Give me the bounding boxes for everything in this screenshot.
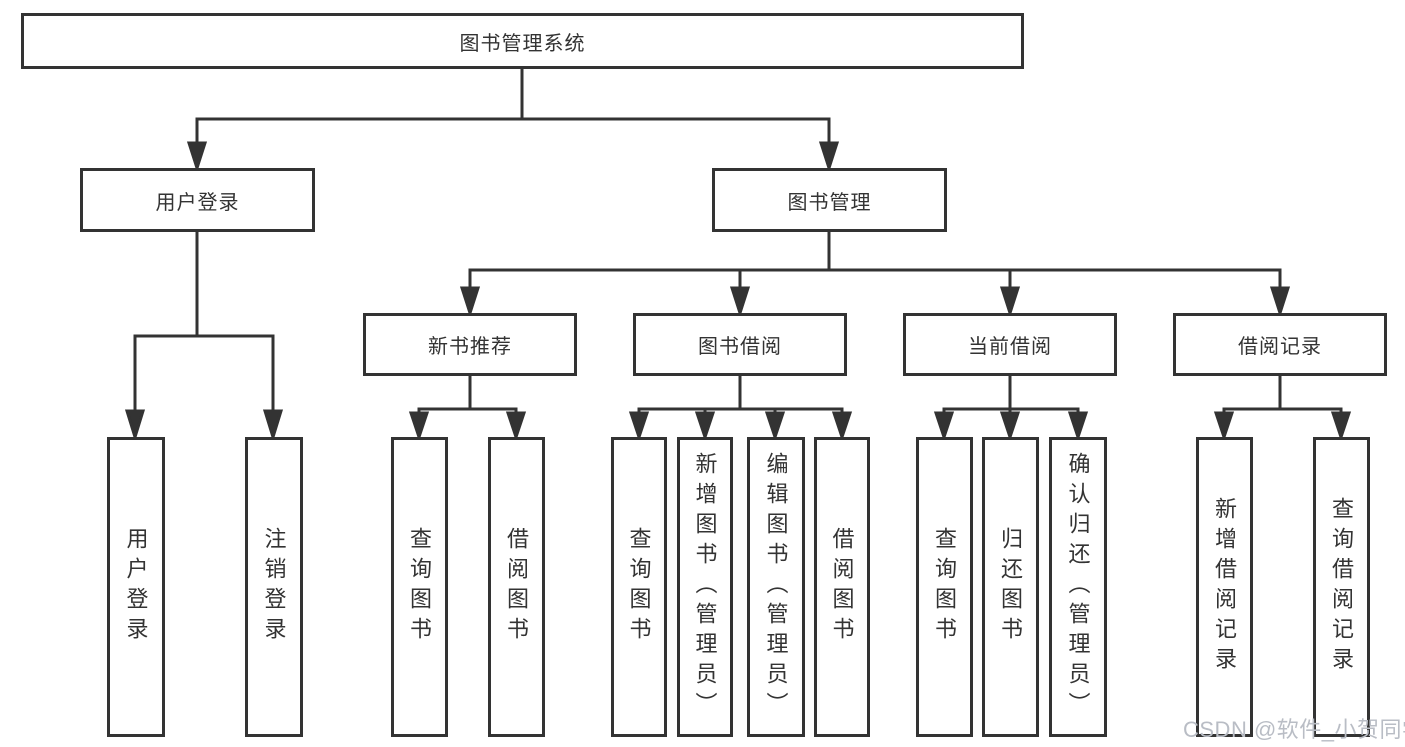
leaf-confirm-return-admin-label: 确认归还（管理员） [1065,452,1091,722]
leaf-return-books: 归还图书 [982,437,1039,737]
leaf-edit-books-admin-label: 编辑图书（管理员） [763,452,789,722]
leaf-query-books-borrowing: 查询图书 [611,437,667,737]
leaf-query-books-recommendation-label: 查询图书 [407,527,433,647]
leaf-borrow-books-recommendation: 借阅图书 [488,437,545,737]
connector-new-book-recommendation-branch [408,376,527,442]
node-book-management: 图书管理 [712,168,947,232]
leaf-borrow-books-label: 借阅图书 [829,527,855,647]
node-library-management-system: 图书管理系统 [21,13,1024,69]
connector-root-to-level2 [186,69,840,173]
leaf-edit-books-admin: 编辑图书（管理员） [747,437,805,737]
leaf-add-borrow-record: 新增借阅记录 [1196,437,1253,737]
node-borrowing-records: 借阅记录 [1173,313,1387,376]
leaf-logout-label: 注销登录 [261,527,287,647]
connector-current-borrowing-branch [933,376,1089,442]
leaf-return-books-label: 归还图书 [998,527,1024,647]
leaf-query-books-current-label: 查询图书 [932,527,958,647]
leaf-query-books-recommendation: 查询图书 [391,437,448,737]
leaf-borrow-books: 借阅图书 [814,437,870,737]
connector-user-login-branch [124,232,284,443]
leaf-query-borrow-record-label: 查询借阅记录 [1329,497,1355,677]
connector-borrowing-records-branch [1213,376,1352,442]
leaf-user-login-label: 用户登录 [123,527,149,647]
leaf-query-books-current: 查询图书 [916,437,973,737]
leaf-confirm-return-admin: 确认归还（管理员） [1049,437,1107,737]
leaf-add-borrow-record-label: 新增借阅记录 [1212,497,1238,677]
leaf-add-books-admin: 新增图书（管理员） [677,437,733,737]
connector-book-management-branch [459,232,1291,318]
node-book-borrowing: 图书借阅 [633,313,847,376]
node-new-book-recommendation: 新书推荐 [363,313,577,376]
leaf-borrow-books-recommendation-label: 借阅图书 [504,527,530,647]
leaf-query-borrow-record: 查询借阅记录 [1313,437,1370,737]
connector-book-borrowing-branch [628,376,853,442]
csdn-watermark: CSDN @软件_小贺同学 [1183,717,1405,742]
leaf-add-books-admin-label: 新增图书（管理员） [692,452,718,722]
leaf-logout: 注销登录 [245,437,303,737]
leaf-query-books-borrowing-label: 查询图书 [626,527,652,647]
node-current-borrowing: 当前借阅 [903,313,1117,376]
leaf-user-login: 用户登录 [107,437,165,737]
node-user-login: 用户登录 [80,168,315,232]
